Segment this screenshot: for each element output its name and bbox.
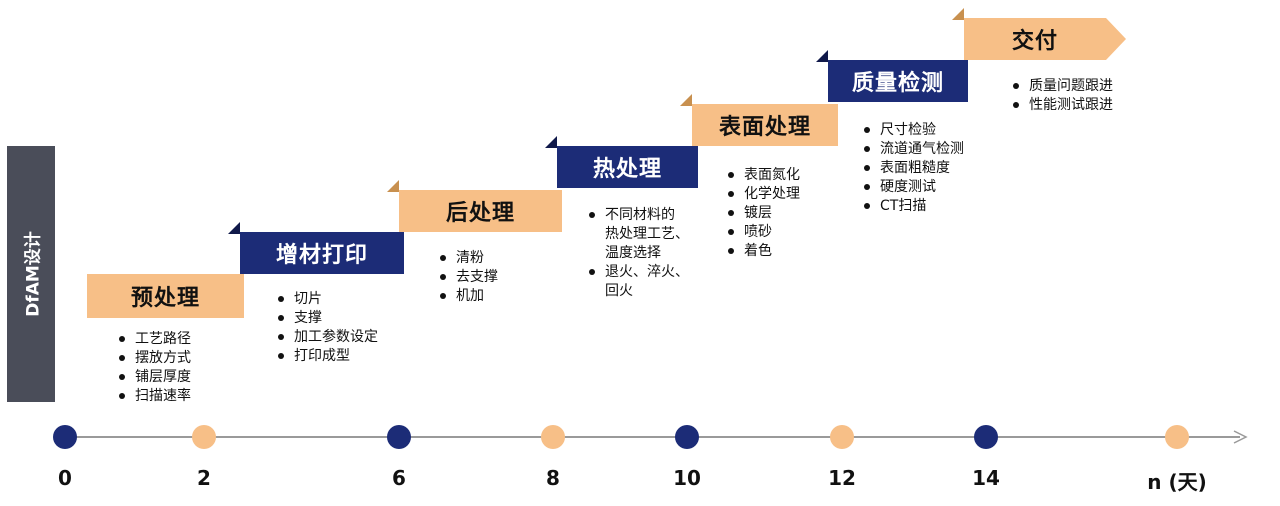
list-item: 不同材料的 热处理工艺、 温度选择 — [587, 206, 689, 263]
list-item: CT扫描 — [862, 197, 964, 216]
list-item: 质量问题跟进 — [1011, 77, 1113, 96]
timeline-tick-label: 10 — [673, 466, 701, 490]
stage-postprocess-banner: 后处理 — [399, 190, 562, 232]
stage-postprocess-list: 清粉 去支撑 机加 — [438, 249, 498, 306]
list-item: 退火、淬火、 回火 — [587, 263, 689, 301]
stage-preprocess-list: 工艺路径 摆放方式 铺层厚度 扫描速率 — [117, 330, 191, 406]
stage-surface-list: 表面氮化 化学处理 镀层 喷砂 着色 — [726, 166, 800, 261]
list-item: 镀层 — [726, 204, 800, 223]
list-item: 化学处理 — [726, 185, 800, 204]
stage-delivery-list: 质量问题跟进 性能测试跟进 — [1011, 77, 1113, 115]
timeline-dot — [675, 425, 699, 449]
timeline-dot — [974, 425, 998, 449]
stage-postprocess-fold — [387, 180, 399, 192]
list-item: 清粉 — [438, 249, 498, 268]
list-item: 铺层厚度 — [117, 368, 191, 387]
stage-quality-list: 尺寸检验 流道通气检测 表面粗糙度 硬度测试 CT扫描 — [862, 121, 964, 216]
timeline-dot — [830, 425, 854, 449]
stage-surface-title: 表面处理 — [718, 115, 811, 140]
stage-preprocess-banner: 预处理 — [87, 274, 244, 318]
list-item: 流道通气检测 — [862, 140, 964, 159]
list-item: 机加 — [438, 287, 498, 306]
stage-delivery-title-box: 交付 — [964, 18, 1106, 60]
list-item: 表面粗糙度 — [862, 159, 964, 178]
stage-surface-banner: 表面处理 — [692, 104, 838, 146]
timeline-tick-label: 2 — [197, 466, 211, 490]
stage-printing-title: 增材打印 — [275, 243, 368, 268]
list-item: 硬度测试 — [862, 178, 964, 197]
list-item: 切片 — [276, 290, 378, 309]
stage-heat-title: 热处理 — [592, 157, 662, 182]
stage-preprocess-title: 预处理 — [130, 286, 200, 311]
stage-printing-banner: 增材打印 — [240, 232, 404, 274]
stage-printing-list: 切片 支撑 加工参数设定 打印成型 — [276, 290, 378, 366]
list-item: 尺寸检验 — [862, 121, 964, 140]
timeline-dot — [53, 425, 77, 449]
list-item: 工艺路径 — [117, 330, 191, 349]
timeline-tick-label: 14 — [972, 466, 1000, 490]
timeline-arrow-head — [1233, 430, 1248, 444]
list-item: 扫描速率 — [117, 387, 191, 406]
stage-delivery-title: 交付 — [1011, 29, 1058, 54]
list-item: 喷砂 — [726, 223, 800, 242]
timeline-tick-label: 12 — [828, 466, 856, 490]
list-item: 表面氮化 — [726, 166, 800, 185]
stage-quality-fold — [816, 50, 828, 62]
timeline-tick-label: 8 — [546, 466, 560, 490]
timeline-dot — [1165, 425, 1189, 449]
timeline-dot — [541, 425, 565, 449]
list-item: 加工参数设定 — [276, 328, 378, 347]
stage-heat-fold — [545, 136, 557, 148]
timeline-tick-label: 6 — [392, 466, 406, 490]
timeline-tick-label: n (天) — [1147, 470, 1207, 494]
stage-heat-banner: 热处理 — [557, 146, 698, 188]
stage-quality-title: 质量检测 — [851, 71, 944, 96]
stage-delivery-fold — [952, 8, 964, 20]
list-item: 性能测试跟进 — [1011, 96, 1113, 115]
dfam-design-bar: DfAM设计 — [7, 146, 55, 402]
list-item: 支撑 — [276, 309, 378, 328]
timeline-tick-label: 0 — [58, 466, 72, 490]
stage-delivery-banner — [964, 18, 1126, 60]
list-item: 摆放方式 — [117, 349, 191, 368]
timeline-dot — [192, 425, 216, 449]
list-item: 打印成型 — [276, 347, 378, 366]
stage-printing-fold — [228, 222, 240, 234]
list-item: 着色 — [726, 242, 800, 261]
stage-surface-fold — [680, 94, 692, 106]
stage-quality-banner: 质量检测 — [828, 60, 968, 102]
stage-heat-list: 不同材料的 热处理工艺、 温度选择 退火、淬火、 回火 — [587, 206, 689, 301]
list-item: 去支撑 — [438, 268, 498, 287]
timeline-dot — [387, 425, 411, 449]
stage-postprocess-title: 后处理 — [445, 201, 515, 226]
